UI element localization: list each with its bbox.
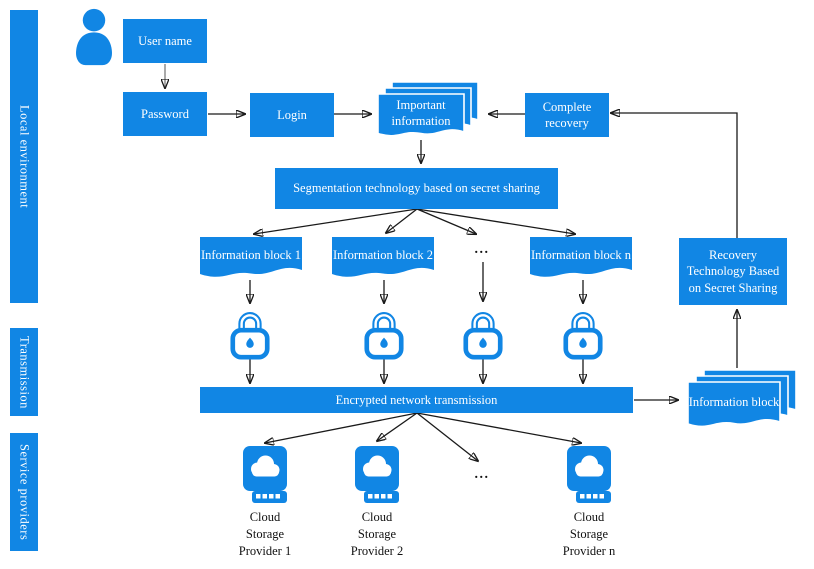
node-label: Segmentation technology based on secret … [293,181,540,196]
document-stack-icon [377,82,479,137]
document-icon [332,237,434,277]
lock-icon [561,306,605,360]
node-received-info-block: Information block [684,370,796,436]
node-label: Information block 2 [333,247,433,262]
node-label: Information block [688,394,780,409]
lane-local-environment: Local environment [10,10,38,303]
label-provider-1: Cloud Storage Provider 1 [238,510,292,558]
node-password: Password [123,92,207,136]
user-icon [70,8,118,66]
node-label: Password [141,106,189,121]
document-icon [200,237,302,277]
ellipsis-blocks: ... [474,242,490,257]
node-label: Recovery Technology Based on Secret Shar… [686,248,780,295]
node-label: Complete recovery [542,99,592,130]
node-info-block-2: Information block 2 [332,237,434,281]
node-recovery-technology: Recovery Technology Based on Secret Shar… [679,238,787,305]
document-stack-icon [687,370,796,428]
lane-service-providers: Service providers [10,433,38,551]
lane-transmission: Transmission [10,328,38,416]
lane-label: Transmission [17,335,32,409]
lock-icon [461,306,505,360]
node-label: Information block 1 [201,247,301,262]
label-provider-2: Cloud Storage Provider 2 [350,510,404,558]
node-label: Encrypted network transmission [335,392,498,407]
node-label: Important information [391,97,451,128]
cloud-storage-icon [242,446,288,504]
node-label: Login [277,107,307,122]
node-encrypted-transmission: Encrypted network transmission [200,387,633,413]
node-info-block-1: Information block 1 [200,237,302,281]
node-label: User name [138,33,192,48]
lock-icon [362,306,406,360]
node-label: Information block n [531,247,631,262]
node-segmentation-technology: Segmentation technology based on secret … [275,168,558,209]
node-user-name: User name [123,19,207,63]
node-login: Login [250,93,334,137]
node-info-block-n: Information block n [530,237,632,281]
cloud-storage-icon [566,446,612,504]
lock-icon [228,306,272,360]
node-complete-recovery: Complete recovery [525,93,609,137]
label-provider-n: Cloud Storage Provider n [562,510,616,558]
ellipsis-providers: ... [474,467,490,482]
cloud-storage-icon [354,446,400,504]
document-icon [530,237,632,277]
node-important-information: Important information [376,82,482,144]
lane-label: Local environment [17,104,32,209]
lane-label: Service providers [17,443,32,541]
